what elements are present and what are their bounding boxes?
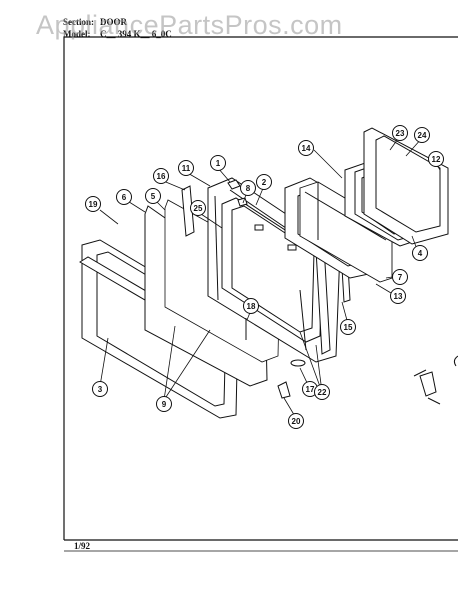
callout-5: 5: [145, 188, 161, 204]
callout-number: 25: [194, 204, 203, 213]
callout-number: 8: [246, 184, 251, 193]
callout-number: 22: [318, 388, 327, 397]
page-frame: [63, 36, 458, 552]
callout-number: 12: [432, 155, 441, 164]
callout-13: 13: [390, 288, 406, 304]
callout-circle: [392, 269, 408, 285]
callout-1: 1: [210, 155, 226, 171]
callout-circle: [145, 188, 161, 204]
callout-circle: [116, 189, 132, 205]
callout-number: 13: [394, 292, 403, 301]
callout-number: 5: [151, 192, 156, 201]
callout-24: 24: [414, 127, 430, 143]
callout-number: 19: [89, 200, 98, 209]
callout-circle: [153, 168, 169, 184]
callout-25: 25: [190, 200, 206, 216]
callout-2: 2: [256, 174, 272, 190]
callout-circle: [412, 245, 428, 261]
part-partial-right: [413, 355, 458, 405]
callout-20: 20: [288, 413, 304, 429]
callout-number: 7: [398, 273, 403, 282]
callout-12: 12: [428, 151, 444, 167]
callout-circle: [314, 384, 330, 400]
callout-16: 16: [153, 168, 169, 184]
callout-circle: [85, 196, 101, 212]
callout-circle: [414, 127, 430, 143]
callout-circle: [256, 174, 272, 190]
callout-7: 7: [392, 269, 408, 285]
callout-number: 24: [418, 131, 427, 140]
callout-circle: [298, 140, 314, 156]
part-back-panel: [363, 127, 449, 245]
section-label: Section:: [63, 17, 94, 27]
callout-circle: [428, 151, 444, 167]
part-inner-door-liner: [207, 177, 341, 363]
callout-number: 16: [157, 172, 166, 181]
callout-circle: [288, 413, 304, 429]
callout-number: 11: [182, 164, 191, 173]
callout-number: 14: [302, 144, 311, 153]
callout-number: 20: [292, 417, 301, 426]
callout-3: 3: [92, 381, 108, 397]
callout-number: 2: [262, 178, 267, 187]
footer-date: 1/92: [74, 541, 91, 551]
callout-circle: [390, 288, 406, 304]
callout-circle: [156, 396, 172, 412]
callout-4: 4: [412, 245, 428, 261]
callout-number: 17: [306, 385, 315, 394]
model-label: Model:: [63, 29, 91, 39]
callout-23: 23: [392, 125, 408, 141]
section-value: DOOR: [100, 17, 127, 27]
callout-14: 14: [298, 140, 314, 156]
callout-circle: [392, 125, 408, 141]
callout-15: 15: [340, 319, 356, 335]
callout-number: 4: [418, 249, 423, 258]
callout-number: 15: [344, 323, 353, 332]
callout-circle: [340, 319, 356, 335]
model-value: C__ 394 K__ 6_0C: [100, 29, 172, 39]
callout-circle: [240, 180, 256, 196]
part-side-strip: [181, 185, 195, 237]
callout-22: 22: [314, 384, 330, 400]
callout-11: 11: [178, 160, 194, 176]
callout-18: 18: [243, 298, 259, 314]
callout-circle: [243, 298, 259, 314]
callout-number: 3: [98, 385, 103, 394]
callout-17: 17: [302, 381, 318, 397]
callout-9: 9: [156, 396, 172, 412]
callout-6: 6: [116, 189, 132, 205]
part-glass-gasket: [299, 181, 393, 283]
callout-circle: [92, 381, 108, 397]
callout-circle: [210, 155, 226, 171]
callout-circle: [178, 160, 194, 176]
callout-number: 6: [122, 193, 127, 202]
part-small-components: [227, 179, 306, 399]
callout-8: 8: [240, 180, 256, 196]
callout-number: 9: [162, 400, 167, 409]
callout-19: 19: [85, 196, 101, 212]
callout-number: 18: [247, 302, 256, 311]
callout-number: 1: [216, 159, 221, 168]
callout-number: 23: [396, 129, 405, 138]
callout-circle: [190, 200, 206, 216]
